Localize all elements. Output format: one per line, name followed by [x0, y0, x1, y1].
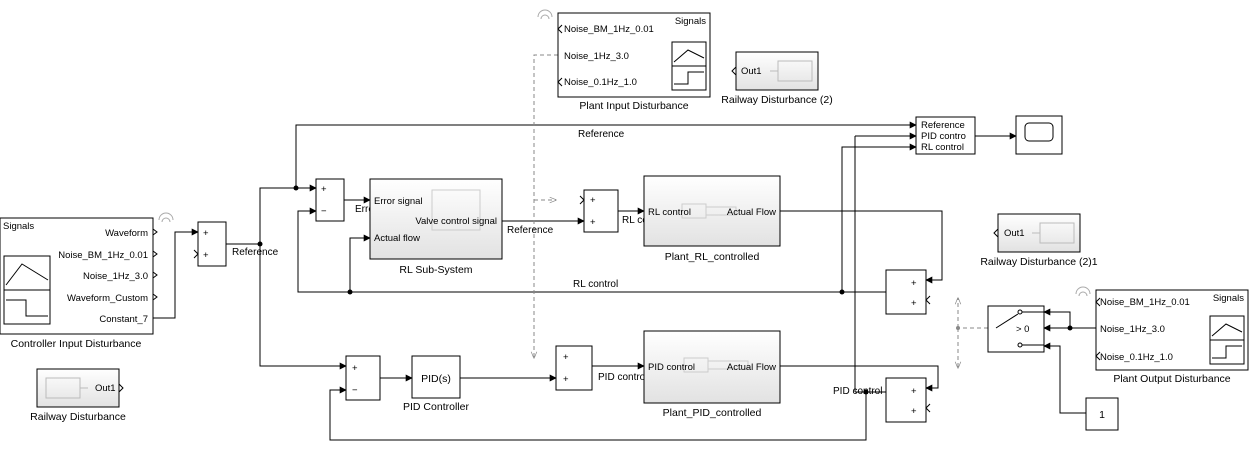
scope-block[interactable] — [1015, 115, 1063, 155]
reference-signal-label: Reference — [578, 129, 625, 140]
plant-rl-port-out: Actual Flow — [727, 207, 776, 218]
svg-text:+: + — [321, 184, 327, 195]
sum-block-pid-output[interactable]: + + — [885, 377, 931, 423]
svg-text:Out1: Out1 — [741, 66, 762, 77]
plant-pid-caption: Plant_PID_controlled — [663, 407, 762, 419]
svg-text:+: + — [590, 217, 596, 228]
controller-input-disturbance-block[interactable]: Signals Waveform Noise_BM_1Hz_0.01 Noise… — [0, 217, 158, 335]
svg-text:+: + — [911, 278, 917, 289]
mux-port-reference: Reference — [921, 120, 965, 131]
rl-control-feedback-label: RL control — [573, 279, 618, 290]
controller-input-header: Signals — [3, 221, 34, 232]
constant-block[interactable]: 1 — [1085, 397, 1119, 431]
plant-output-port-01hz: Noise_0.1Hz_1.0 — [1100, 352, 1173, 363]
railway-disturbance-2-caption: Railway Disturbance (2) — [721, 94, 832, 106]
pid-controller-caption: PID Controller — [403, 401, 469, 413]
railway-disturbance-21-caption: Railway Disturbance (2)1 — [980, 256, 1097, 268]
reference-valve-label: Reference — [507, 225, 554, 236]
sum-block-rl-error[interactable]: + − — [315, 178, 345, 222]
rl-port-error-signal: Error signal — [374, 196, 423, 207]
plant-output-header: Signals — [1213, 293, 1244, 304]
plant-pid-port-out: Actual Flow — [727, 362, 776, 373]
svg-text:+: + — [911, 406, 917, 417]
rl-subsystem-caption: RL Sub-System — [399, 264, 472, 276]
svg-text:+: + — [352, 363, 358, 374]
rl-port-valve-control: Valve control signal — [415, 216, 497, 227]
wireless-icon — [537, 9, 553, 20]
plant-rl-port-in: RL control — [648, 207, 691, 218]
mux-port-pid: PID contro — [921, 131, 966, 142]
plant-input-header: Signals — [675, 16, 706, 27]
plant-input-disturbance-block[interactable]: Signals Noise_BM_1Hz_0.01 Noise_1Hz_3.0 … — [557, 12, 711, 98]
constant-value: 1 — [1099, 409, 1105, 421]
port-waveform-custom: Waveform_Custom — [67, 293, 148, 304]
plant-rl-controlled-block[interactable]: RL control Actual Flow — [643, 175, 781, 247]
rl-subsystem-block[interactable]: Error signal Actual flow Valve control s… — [369, 178, 503, 260]
switch-block[interactable]: > 0 — [987, 305, 1045, 353]
controller-input-caption: Controller Input Disturbance — [11, 338, 142, 350]
svg-text:+: + — [563, 374, 569, 385]
railway-disturbance-2-block[interactable]: Out1 — [731, 51, 819, 91]
mux-port-rl: RL control — [921, 142, 964, 153]
plant-input-port-bm: Noise_BM_1Hz_0.01 — [564, 24, 654, 35]
scope-icon — [1024, 122, 1054, 142]
signal-mux-block[interactable]: Reference PID contro RL control — [915, 116, 976, 155]
plant-output-port-1hz: Noise_1Hz_3.0 — [1100, 324, 1165, 335]
svg-text:+: + — [203, 228, 209, 239]
sum-block-rl-plant[interactable]: + + — [579, 189, 619, 233]
pid-control-feedback-label: PID control — [833, 386, 882, 397]
svg-text:Out1: Out1 — [95, 383, 116, 394]
pid-control-signal-label: PID control — [598, 372, 647, 383]
svg-text:+: + — [911, 298, 917, 309]
pid-controller-text: PID(s) — [421, 373, 451, 385]
wireless-icon — [158, 212, 174, 223]
railway-disturbance-block[interactable]: Out1 — [36, 368, 124, 408]
port-constant-7: Constant_7 — [99, 314, 148, 325]
plant-output-caption: Plant Output Disturbance — [1113, 373, 1230, 385]
plant-input-caption: Plant Input Disturbance — [579, 100, 688, 112]
plant-output-port-bm: Noise_BM_1Hz_0.01 — [1100, 297, 1190, 308]
svg-text:Out1: Out1 — [1004, 228, 1025, 239]
plant-pid-port-in: PID control — [648, 362, 695, 373]
port-waveform: Waveform — [105, 228, 148, 239]
pid-controller-block[interactable]: PID(s) — [411, 355, 461, 399]
signal-lines — [153, 54, 1096, 441]
svg-text:+: + — [563, 352, 569, 363]
rl-port-actual-flow: Actual flow — [374, 233, 420, 244]
svg-text:+: + — [911, 386, 917, 397]
svg-text:−: − — [352, 385, 358, 396]
port-noise-bm: Noise_BM_1Hz_0.01 — [58, 250, 148, 261]
wireless-icon — [1075, 286, 1091, 297]
sum-block-pid-error[interactable]: + − — [345, 355, 381, 401]
port-noise-1hz: Noise_1Hz_3.0 — [83, 271, 148, 282]
plant-output-disturbance-block[interactable]: Signals Noise_BM_1Hz_0.01 Noise_1Hz_3.0 … — [1095, 289, 1249, 371]
svg-text:+: + — [203, 250, 209, 261]
plant-pid-controlled-block[interactable]: PID control Actual Flow — [643, 330, 781, 404]
railway-disturbance-caption: Railway Disturbance — [30, 411, 126, 423]
plant-input-port-01hz: Noise_0.1Hz_1.0 — [564, 77, 637, 88]
sum-block-rl-output[interactable]: + + — [885, 269, 931, 315]
railway-disturbance-21-block[interactable]: Out1 — [993, 213, 1081, 253]
sum-block-pid-plant[interactable]: + + — [555, 345, 593, 391]
reference-branch-label: Reference — [232, 247, 279, 258]
plant-input-port-1hz: Noise_1Hz_3.0 — [564, 51, 629, 62]
svg-text:+: + — [590, 195, 596, 206]
plant-rl-caption: Plant_RL_controlled — [665, 251, 760, 263]
switch-criteria: > 0 — [1016, 324, 1029, 335]
svg-text:−: − — [321, 206, 327, 217]
sum-block-input[interactable]: + + — [193, 221, 227, 267]
